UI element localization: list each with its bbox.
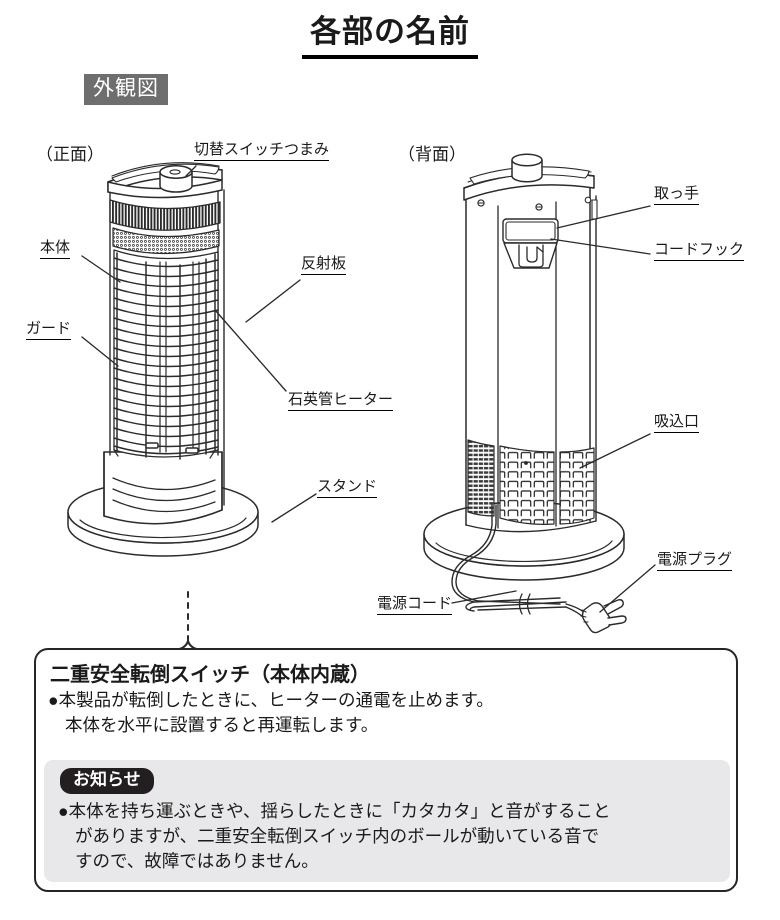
- label-reflector: 反射板: [301, 255, 347, 275]
- label-quartz-heater: 石英管ヒーター: [288, 391, 394, 411]
- notice-box: お知らせ ●本体を持ち運ぶときや、揺らしたときに「カタカタ」と音がすること があ…: [44, 760, 730, 882]
- callout-line-1: ●本製品が転倒したときに、ヒーターの通電を止めます。: [48, 690, 494, 710]
- power-cord-shape: [451, 504, 587, 619]
- front-view-caption: （正面）: [36, 145, 104, 164]
- page-title-wrap: 各部の名前: [0, 14, 780, 59]
- label-switch-knob: 切替スイッチつまみ: [194, 141, 330, 161]
- handle-shape: [502, 218, 559, 244]
- label-stand: スタンド: [317, 478, 378, 498]
- leader-lines: [81, 165, 656, 613]
- page-title: 各部の名前: [302, 14, 478, 59]
- label-power-cord: 電源コード: [377, 595, 453, 615]
- section-badge: 外観図: [84, 74, 168, 106]
- back-view-caption: （背面）: [398, 145, 466, 164]
- label-body: 本体: [40, 239, 71, 259]
- cord-hook-shape: [503, 242, 558, 269]
- label-guard: ガード: [26, 320, 72, 340]
- callout-line-2: 本体を水平に設置すると再運転します。: [65, 714, 379, 735]
- notice-line-3: すので、故障ではありません。: [75, 850, 319, 871]
- callout-title: 二重安全転倒スイッチ（本体内蔵）: [50, 664, 370, 686]
- back-view-illustration: [423, 153, 627, 634]
- front-view-illustration: [67, 162, 259, 646]
- label-cord-hook: コードフック: [654, 241, 745, 261]
- notice-line-2: がありますが、二重安全転倒スイッチ内のボールが動いている音で: [75, 825, 600, 846]
- notice-line-1: ●本体を持ち運ぶときや、揺らしたときに「カタカタ」と音がすること: [58, 801, 611, 821]
- notice-tag: お知らせ: [60, 768, 154, 794]
- label-air-intake: 吸込口: [654, 413, 700, 433]
- switch-knob-shape: [159, 165, 193, 193]
- label-handle: 取っ手: [654, 185, 700, 205]
- callout-body: ●本製品が転倒したときに、ヒーターの通電を止めます。 本体を水平に設置すると再運…: [48, 688, 720, 738]
- notice-body: ●本体を持ち運ぶときや、揺らしたときに「カタカタ」と音がすること がありますが、…: [58, 799, 718, 874]
- label-power-plug: 電源プラグ: [657, 551, 733, 571]
- power-plug-shape: [580, 599, 627, 634]
